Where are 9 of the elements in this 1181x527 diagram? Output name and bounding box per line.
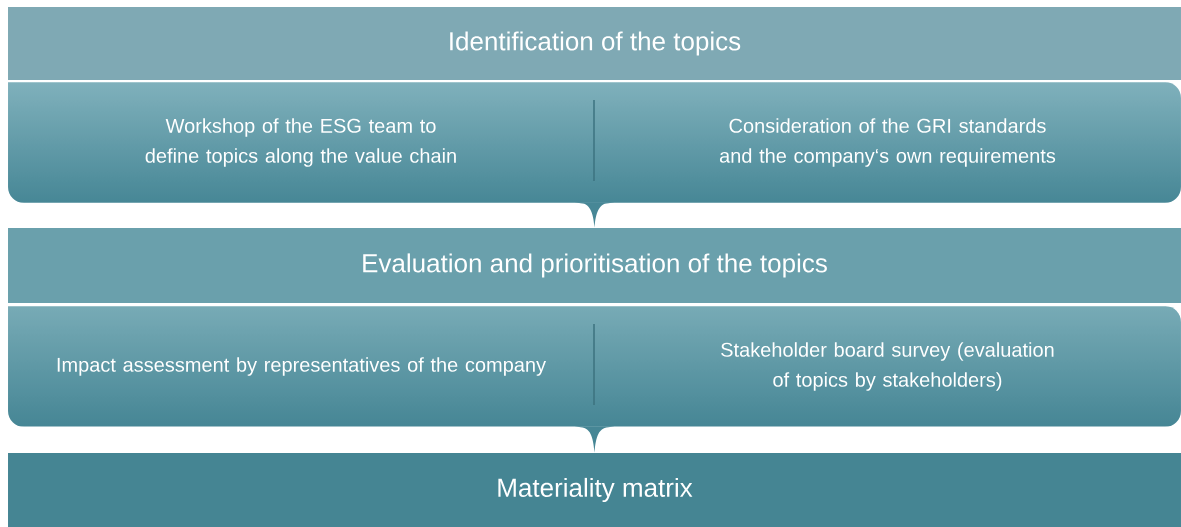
heading-band: Evaluation and prioritisation of the topics [8, 228, 1181, 303]
panel-text: Workshop of the ESG team to define topics along the value chain [145, 118, 456, 167]
heading-band: Identification of the topics [8, 7, 1181, 80]
panel-text: Impact assessment by representatives of the company [57, 357, 546, 376]
pointer [574, 426, 615, 453]
panel-text: Consideration of the GRI standards and the company‘s own requirements [719, 118, 1056, 167]
panel-text: Stakeholder board survey (evaluation of topics by stakeholders) [721, 342, 1054, 391]
heading-band: Materiality matrix [8, 453, 1181, 527]
pointer [574, 202, 615, 228]
